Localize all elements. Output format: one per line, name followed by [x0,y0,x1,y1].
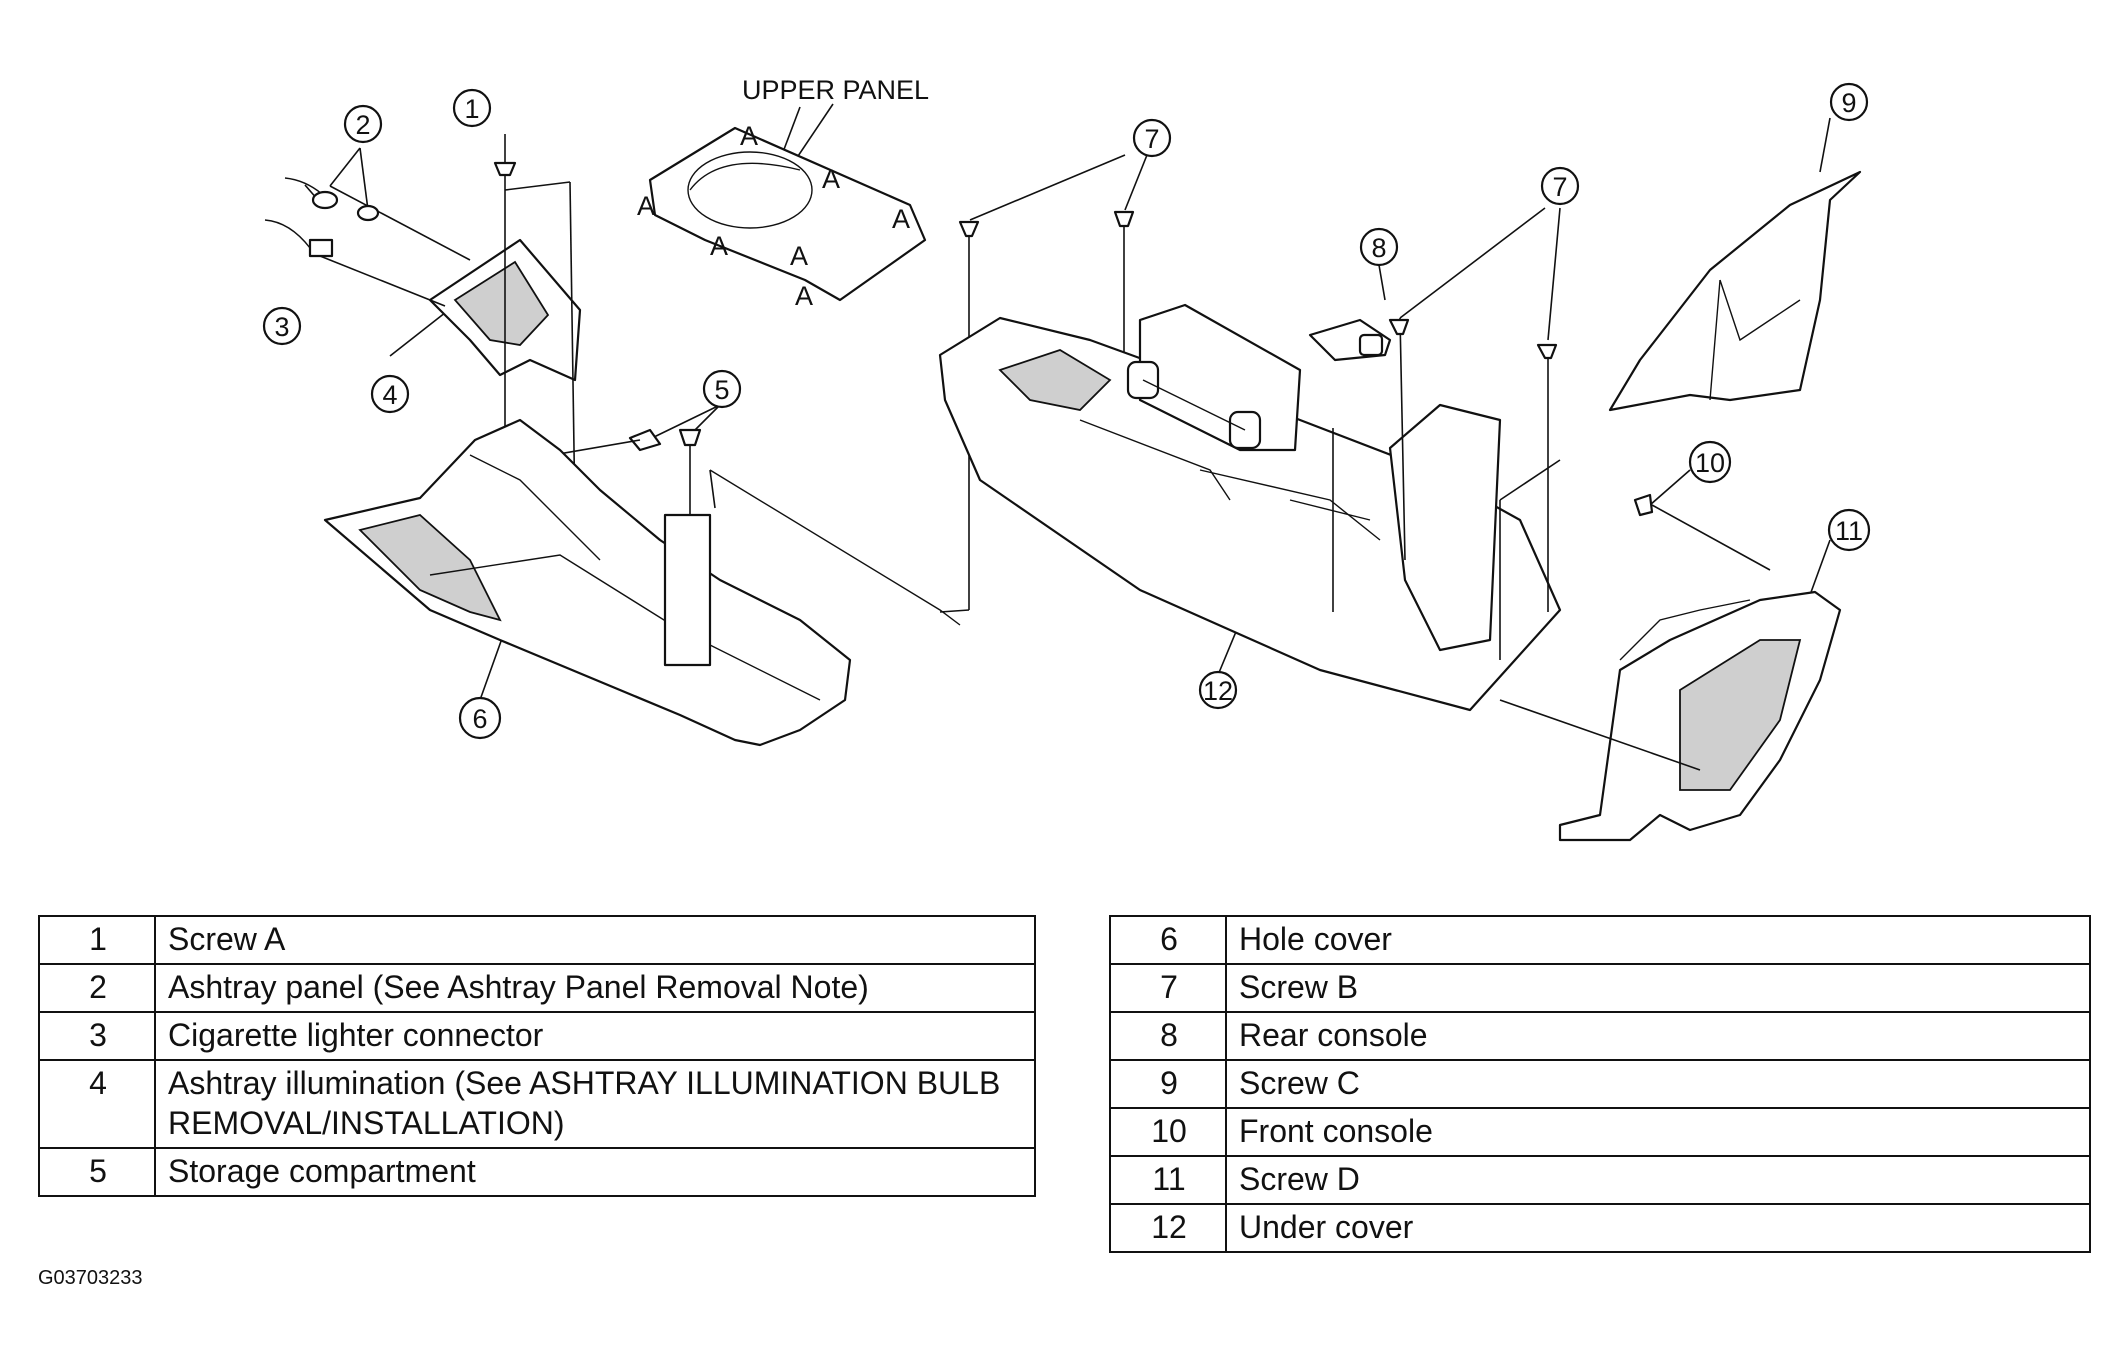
svg-text:6: 6 [472,704,487,734]
screw-d [1633,493,1771,571]
svg-text:A: A [790,241,808,271]
front-console [323,418,961,747]
legend-num: 2 [38,963,156,1013]
callout-6: 8 [1359,227,1399,267]
exploded-diagram: 1 2 3 4 5 6 7 7 8 9 10 11 12 UPPER PANEL… [262,75,1871,842]
rear-console [938,303,1562,712]
storage-compartment [1608,170,1862,412]
svg-text:A: A [795,281,813,311]
callout-11: 10 [1688,440,1732,484]
callout-8: 12 [1198,670,1238,710]
legend-desc: Under cover [1225,1203,2091,1253]
callout-7a: 7 [1132,118,1172,158]
callout-9: 5 [702,369,742,409]
hole-cover [1308,318,1392,362]
ashtray-panel [264,177,582,382]
legend-num: 9 [1109,1059,1227,1109]
svg-text:A: A [892,204,910,234]
callout-7b: 7 [1540,166,1580,206]
legend-desc: Front console [1225,1107,2091,1157]
svg-text:12: 12 [1203,676,1233,706]
svg-text:1: 1 [464,94,479,124]
legend-desc: Cigarette lighter connector [154,1011,1036,1061]
svg-text:10: 10 [1695,448,1725,478]
legend-desc: Ashtray panel (See Ashtray Panel Removal… [154,963,1036,1013]
upper-panel-label: UPPER PANEL [742,75,929,105]
svg-text:8: 8 [1371,233,1386,263]
svg-text:4: 4 [382,380,397,410]
callout-4: 2 [343,104,383,144]
legend-num: 1 [38,915,156,965]
callout-12: 11 [1827,508,1871,552]
legend-desc: Screw D [1225,1155,2091,1205]
svg-text:A: A [822,164,840,194]
legend-desc: Rear console [1225,1011,2091,1061]
screw-b-right [1388,318,1558,360]
legend-num: 11 [1109,1155,1227,1205]
svg-text:5: 5 [714,375,729,405]
legend-num: 6 [1109,915,1227,965]
svg-text:2: 2 [355,110,370,140]
legend-num: 12 [1109,1203,1227,1253]
legend-num: 10 [1109,1107,1227,1157]
legend-num: 5 [38,1147,156,1197]
legend-desc: Screw A [154,915,1036,965]
svg-text:7: 7 [1552,172,1567,202]
under-cover [1499,590,1842,842]
callout-2: 4 [370,374,410,414]
callout-10: 6 [458,696,502,740]
upper-panel-anchor-letters: A A A A A A A [637,121,910,311]
upper-panel: UPPER PANEL A A A A A A A [637,75,929,311]
legend-desc: Hole cover [1225,915,2091,965]
callout-3: 3 [262,306,302,346]
callout-1: 1 [452,88,492,128]
legend-num: 4 [38,1059,156,1149]
callout-5: 9 [1829,82,1869,122]
legend-desc: Screw B [1225,963,2091,1013]
svg-text:9: 9 [1841,88,1856,118]
legend-num: 8 [1109,1011,1227,1061]
svg-text:A: A [710,231,728,261]
svg-text:7: 7 [1144,124,1159,154]
legend-desc: Storage compartment [154,1147,1036,1197]
svg-text:A: A [637,191,655,221]
figure-code: G03703233 [38,1267,143,1289]
leader-lines [304,103,1831,701]
svg-text:3: 3 [274,312,289,342]
legend-num: 7 [1109,963,1227,1013]
legend-num: 3 [38,1011,156,1061]
svg-text:11: 11 [1835,516,1863,546]
svg-text:A: A [740,121,758,151]
legend-desc: Screw C [1225,1059,2091,1109]
legend-desc: Ashtray illumination (See ASHTRAY ILLUMI… [154,1059,1036,1149]
